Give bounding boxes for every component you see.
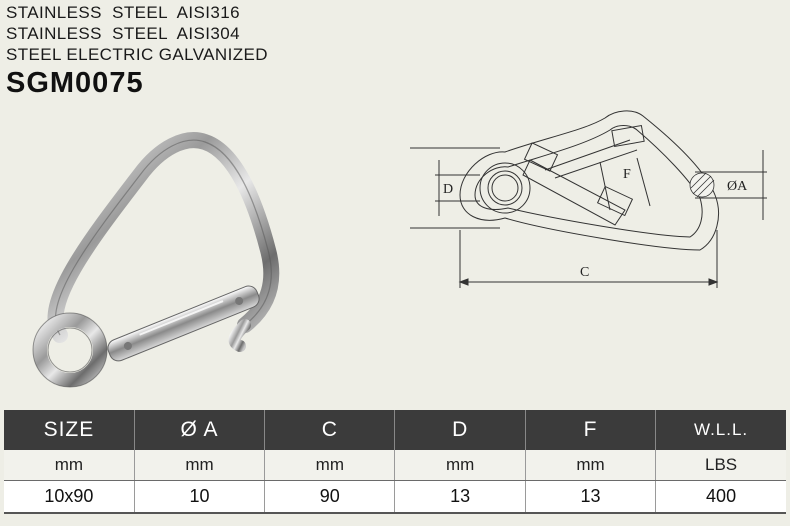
rod-section	[689, 172, 715, 198]
product-code: SGM0075	[6, 67, 144, 99]
material-line-3: STEEL ELECTRIC GALVANIZED	[6, 45, 268, 64]
spec-units-row: mm mm mm mm mm LBS	[4, 450, 786, 481]
unit-c: mm	[264, 450, 396, 481]
spec-header-row: SIZE Ø A C D F W.L.L.	[4, 410, 786, 450]
unit-size: mm	[4, 450, 135, 481]
value-size: 10x90	[4, 480, 135, 514]
material-line-2: STAINLESS STEEL AISI304	[6, 24, 240, 43]
header-wll: W.L.L.	[655, 410, 786, 450]
unit-wll: LBS	[655, 450, 786, 481]
value-wll: 400	[655, 480, 786, 514]
unit-a: mm	[134, 450, 266, 481]
material-line-1: STAINLESS STEEL AISI316	[6, 3, 240, 22]
eyelet-ring	[33, 313, 107, 387]
unit-d: mm	[394, 450, 526, 481]
drawing-eye-outer	[479, 162, 531, 214]
header-c: C	[264, 410, 396, 450]
label-f: F	[623, 167, 631, 182]
table-row: 10x90 10 90 13 13 400	[4, 480, 786, 514]
header-d: D	[394, 410, 526, 450]
label-d: D	[443, 182, 453, 197]
value-a: 10	[134, 480, 266, 514]
header-f: F	[525, 410, 657, 450]
label-a: ØA	[727, 179, 748, 194]
unit-f: mm	[525, 450, 657, 481]
header-size: SIZE	[4, 410, 135, 450]
spec-table: SIZE Ø A C D F W.L.L. mm mm mm mm mm LBS…	[4, 410, 786, 514]
label-c: C	[580, 265, 589, 280]
value-d: 13	[394, 480, 526, 514]
carabiner-gate	[107, 285, 260, 362]
value-c: 90	[264, 480, 396, 514]
carabiner-photo	[32, 132, 280, 388]
value-f: 13	[525, 480, 657, 514]
dimension-drawing: D F ØA C	[410, 110, 767, 288]
header-a: Ø A	[134, 410, 266, 450]
product-header: STAINLESS STEEL AISI316 STAINLESS STEEL …	[6, 2, 268, 99]
drawing-eye-inner	[491, 174, 519, 202]
